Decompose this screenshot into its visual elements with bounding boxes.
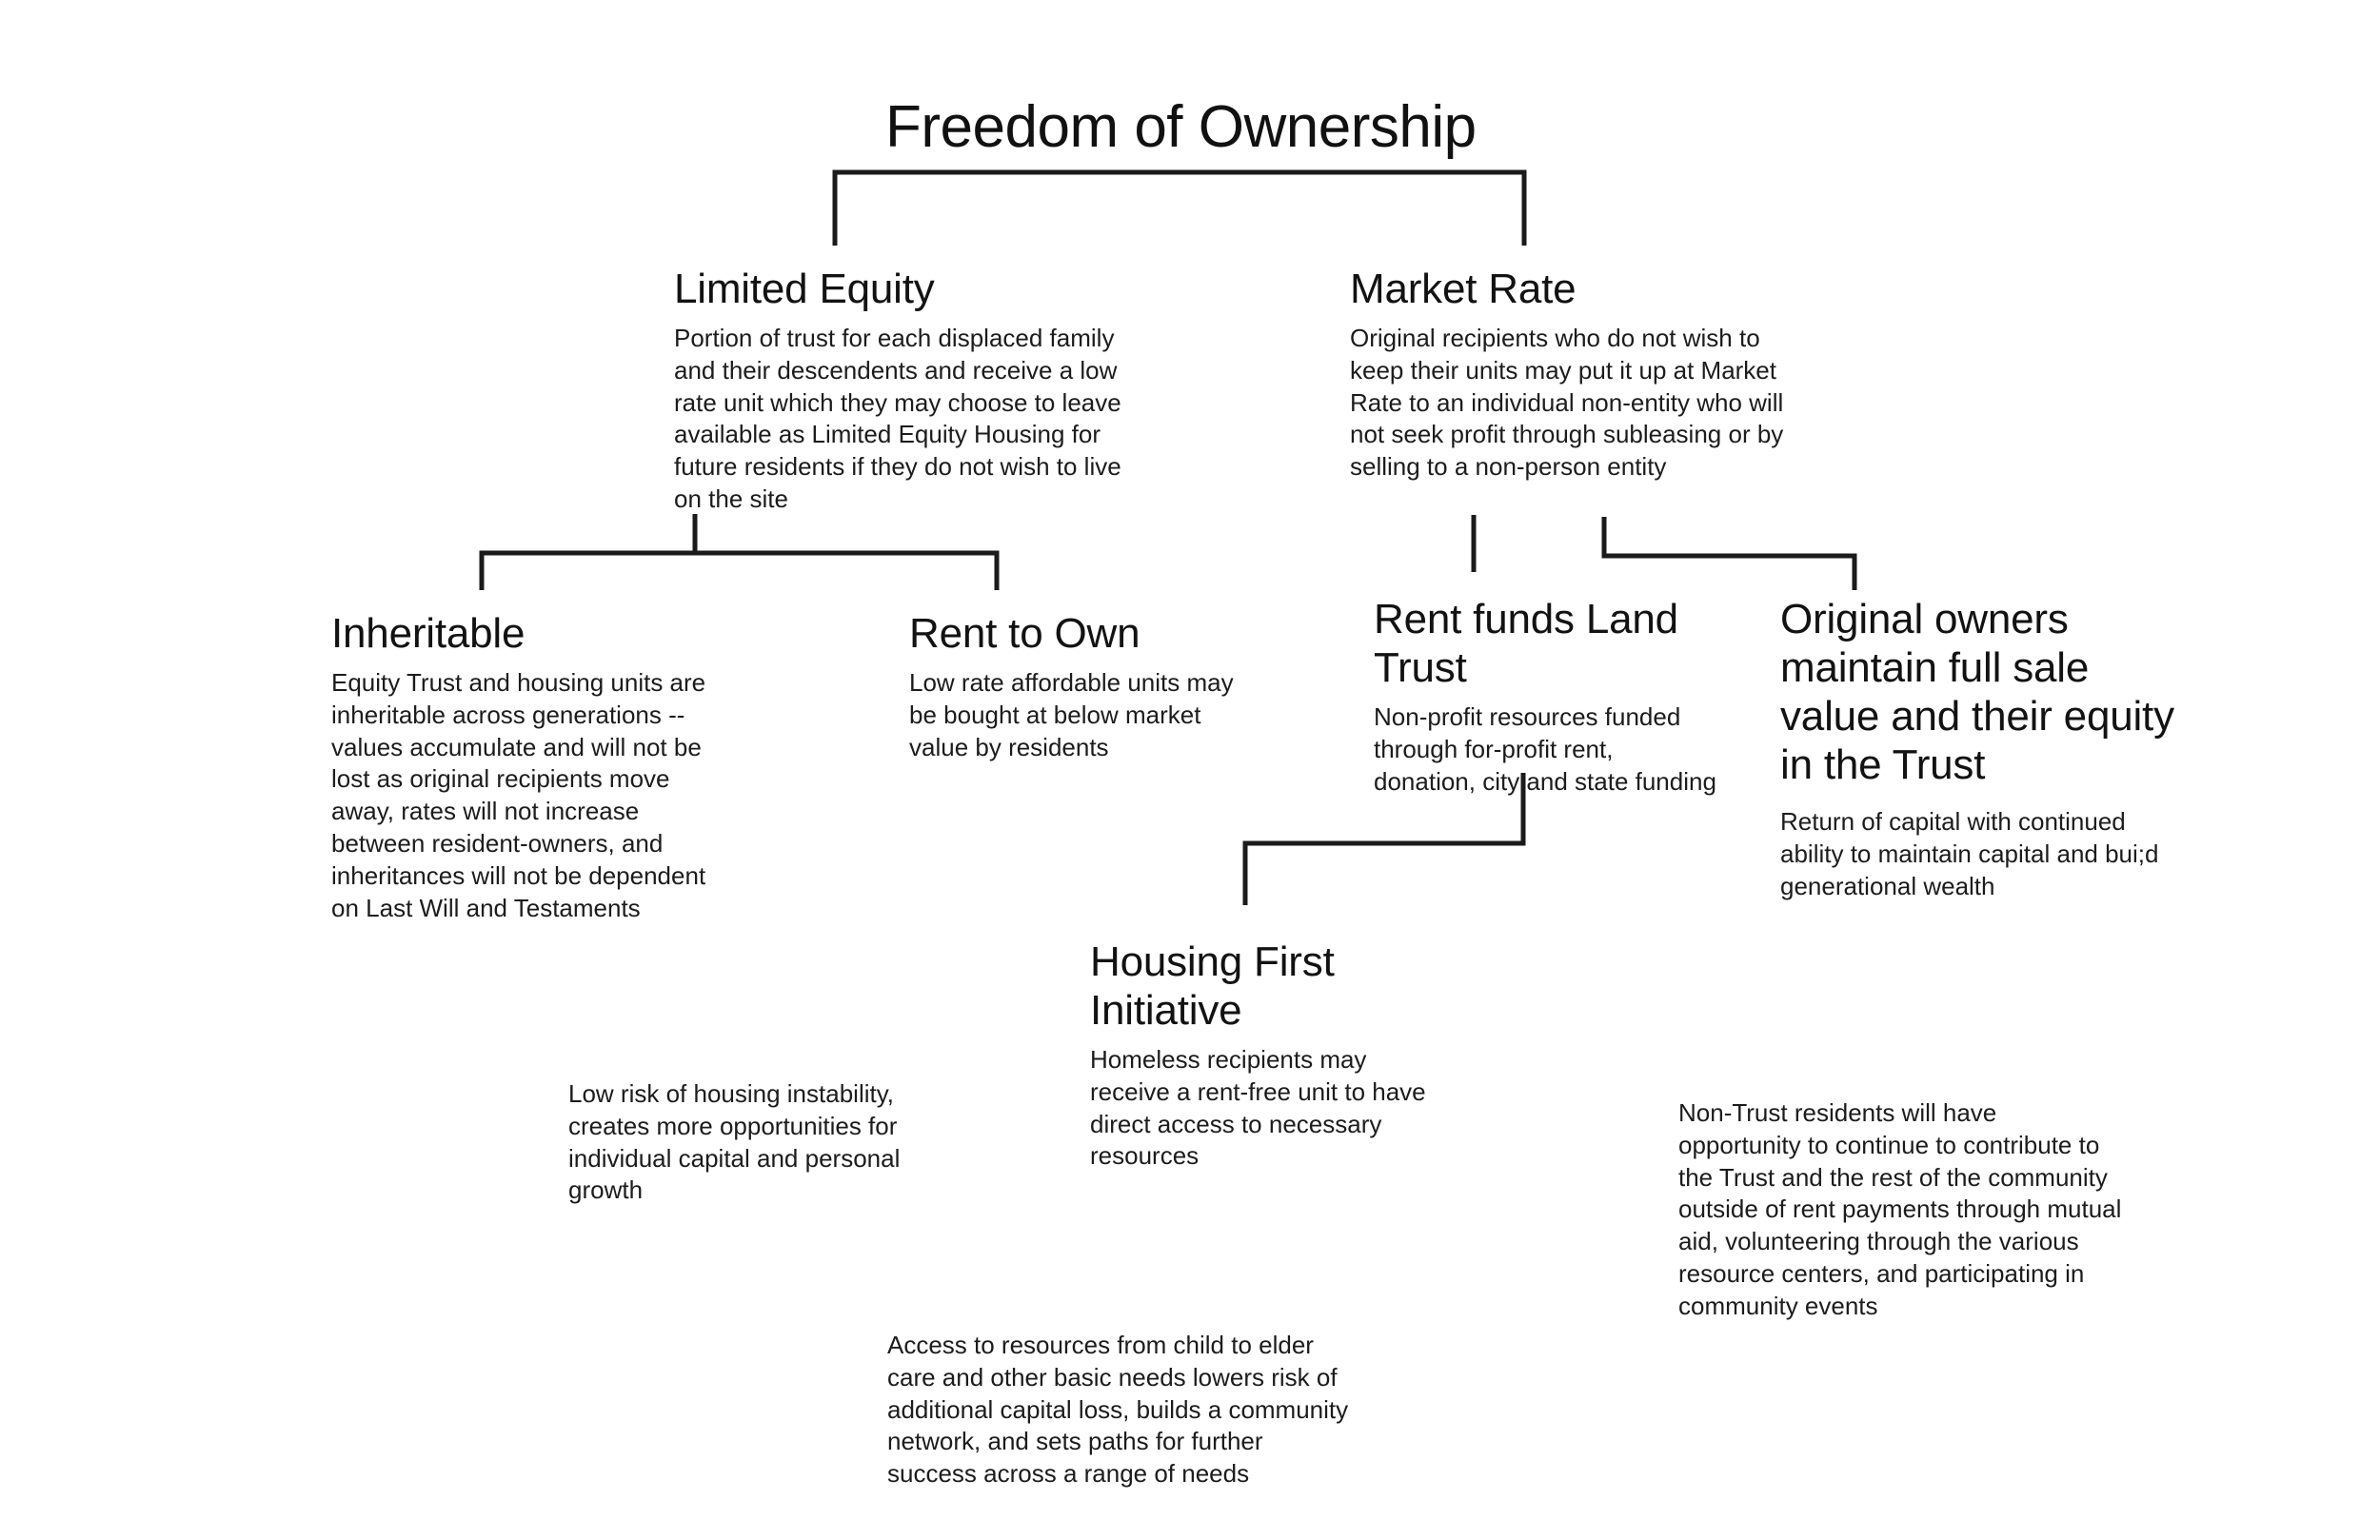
node-body-limited-equity: Portion of trust for each displaced fami… <box>674 324 1121 514</box>
node-title-rent-funds-land-trust: Rent funds Land Trust <box>1374 596 1678 692</box>
node-body-original-owners: Return of capital with continued ability… <box>1780 807 2159 900</box>
node-rent-to-own[interactable]: Rent to Own Low rate affordable units ma… <box>909 609 1252 763</box>
node-title-limited-equity: Limited Equity <box>674 266 935 312</box>
note-non-trust-residents: Non-Trust residents will have opportunit… <box>1678 1098 2122 1320</box>
node-body-market-rate: Original recipients who do not wish to k… <box>1350 324 1784 482</box>
page-title: Freedom of Ownership <box>885 93 1477 160</box>
node-title-housing-first-initiative: Housing First Initiative <box>1090 938 1335 1035</box>
node-title-inheritable: Inheritable <box>331 610 526 657</box>
connector-market-rate-to-original-owners <box>1601 517 1857 590</box>
node-body-rent-funds-land-trust: Non-profit resources funded through for-… <box>1374 702 1716 796</box>
node-body-rent-to-own: Low rate affordable units may be bought … <box>909 668 1234 761</box>
node-housing-first-initiative[interactable]: Housing First Initiative Homeless recipi… <box>1090 938 1452 1173</box>
connector-root-bracket <box>832 169 1527 246</box>
node-rent-funds-land-trust[interactable]: Rent funds Land Trust Non-profit resourc… <box>1374 595 1716 798</box>
node-inheritable[interactable]: Inheritable Equity Trust and housing uni… <box>331 609 731 924</box>
connector-limited-equity-bracket <box>479 550 1000 590</box>
note-low-risk: Low risk of housing instability, creates… <box>568 1079 901 1205</box>
node-title-original-owners: Original owners maintain full sale value… <box>1780 596 2174 789</box>
node-body-inheritable: Equity Trust and housing units are inher… <box>331 668 706 922</box>
node-body-housing-first-initiative: Homeless recipients may receive a rent-f… <box>1090 1045 1426 1171</box>
node-market-rate[interactable]: Market Rate Original recipients who do n… <box>1350 265 1797 484</box>
node-title-rent-to-own: Rent to Own <box>909 610 1140 657</box>
node-title-market-rate: Market Rate <box>1350 266 1577 312</box>
node-original-owners[interactable]: Original owners maintain full sale value… <box>1780 595 2180 903</box>
node-limited-equity[interactable]: Limited Equity Portion of trust for each… <box>674 265 1140 516</box>
note-access-resources: Access to resources from child to elder … <box>887 1331 1349 1489</box>
